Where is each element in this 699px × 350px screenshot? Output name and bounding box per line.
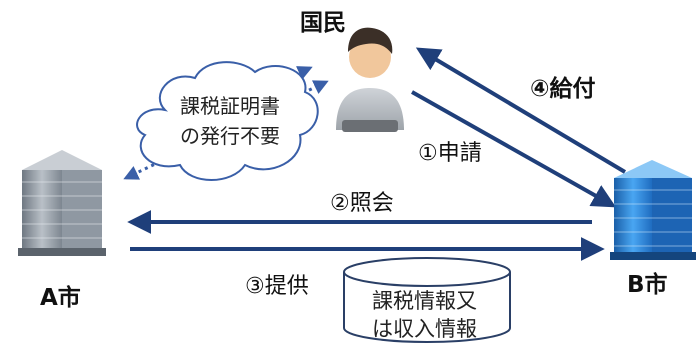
person-icon [336, 27, 404, 132]
step-benefit-label: ④給付 [530, 76, 596, 102]
step-inquiry-label: ②照会 [330, 191, 394, 216]
arrow-benefit [415, 47, 627, 174]
city-a-label: A市 [40, 285, 81, 311]
step-apply-label: ①申請 [418, 141, 482, 166]
thought-cloud-icon [136, 61, 319, 181]
building-icon [610, 160, 696, 260]
building-icon [18, 150, 106, 256]
cloud-text-line1: 課税証明書 [180, 94, 280, 118]
step-provide-label: ③提供 [245, 274, 309, 299]
city-b-label: B市 [627, 272, 668, 298]
database-text-line1: 課税情報又 [372, 289, 477, 313]
cloud-text-line2: の発行不要 [180, 124, 280, 148]
citizen-label: 国民 [300, 10, 346, 36]
arrow-apply [411, 90, 617, 208]
database-icon [343, 257, 511, 343]
database-text-line2: は収入情報 [372, 317, 477, 341]
